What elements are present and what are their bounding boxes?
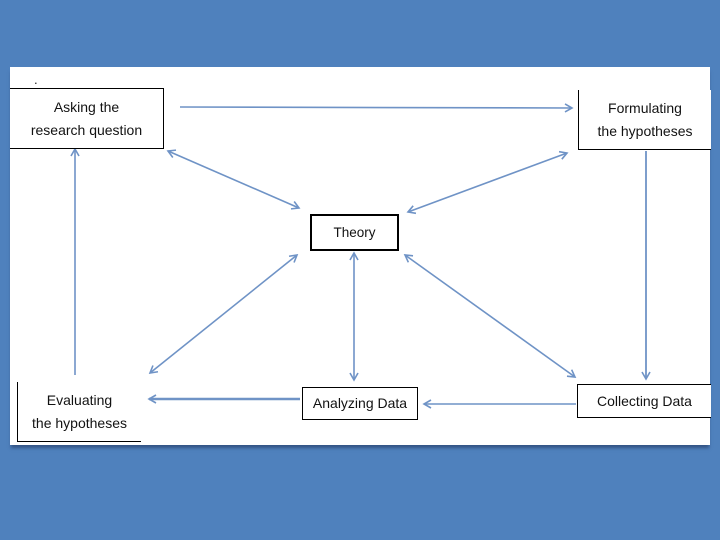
node-label-line: the hypotheses: [32, 414, 127, 431]
node-label-line: Formulating: [608, 99, 682, 116]
node-analyzing-data: Analyzing Data: [302, 387, 418, 420]
stray-dot: .: [34, 72, 38, 87]
arrow-theory-evaluating: [148, 253, 299, 375]
arrows-layer: [70, 103, 651, 409]
node-theory: Theory: [310, 214, 399, 251]
arrow-theory-formulating: [406, 150, 569, 215]
node-evaluating-the-hypotheses: Evaluating the hypotheses: [17, 382, 141, 442]
arrow-theory-asking: [166, 149, 301, 210]
node-collecting-data: Collecting Data: [577, 384, 711, 418]
node-label-line: research question: [30, 121, 143, 138]
node-label-line: Asking the: [53, 98, 120, 115]
node-formulating-the-hypotheses: Formulating the hypotheses: [578, 90, 711, 150]
node-asking-the-research-question: Asking the research question: [10, 88, 164, 149]
node-label-line: the hypotheses: [597, 122, 693, 139]
node-label-line: Analyzing Data: [312, 395, 408, 411]
node-label-line: Collecting Data: [597, 392, 692, 409]
slide-surface: . Asking the research question Formulati…: [10, 67, 711, 445]
arrow-asking-to-formulating: [179, 103, 574, 113]
arrow-theory-collecting: [403, 254, 577, 378]
node-label-line: Theory: [333, 225, 376, 240]
node-label-line: Evaluating: [46, 391, 113, 408]
